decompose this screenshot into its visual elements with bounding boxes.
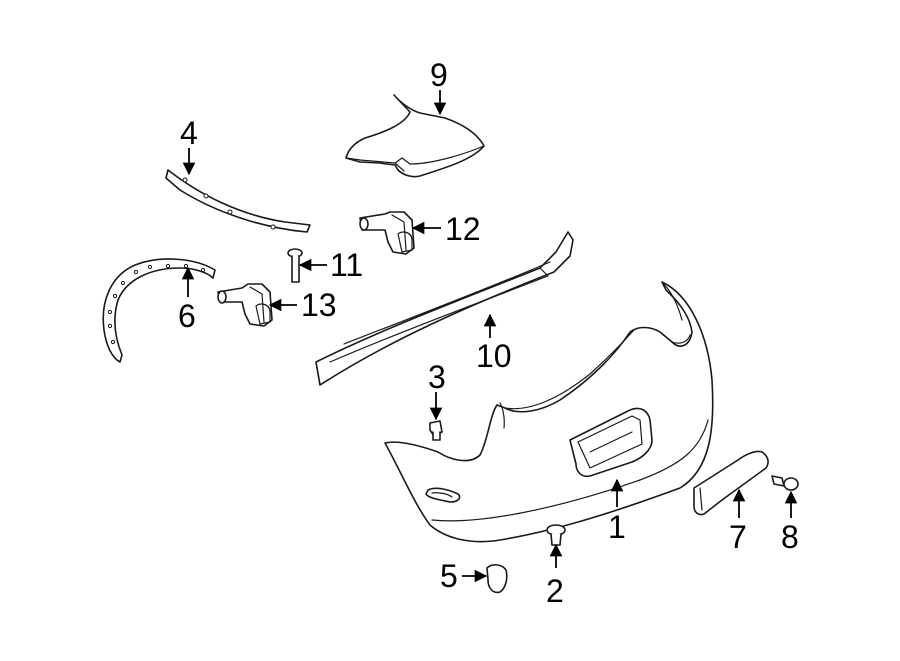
part-3-screw[interactable] bbox=[429, 420, 443, 441]
part-2-clip[interactable] bbox=[546, 524, 566, 546]
callout-6: 6 bbox=[178, 298, 196, 334]
callout-4: 4 bbox=[180, 115, 198, 151]
callout-3: 3 bbox=[428, 359, 446, 395]
callout-8: 8 bbox=[781, 519, 799, 555]
part-8-push-clip[interactable] bbox=[771, 475, 799, 491]
callout-10: 10 bbox=[476, 338, 512, 374]
part-6-wheel-arch[interactable] bbox=[102, 258, 216, 363]
leader-lines bbox=[181, 90, 798, 583]
part-9-upper-trim[interactable] bbox=[345, 94, 485, 178]
part-4-flare-strip[interactable] bbox=[165, 169, 311, 233]
callout-labels: 9 4 6 11 12 13 10 3 1 2 5 7 8 bbox=[178, 57, 799, 609]
callout-2: 2 bbox=[546, 573, 564, 609]
part-13-bracket[interactable] bbox=[217, 283, 273, 327]
callout-5: 5 bbox=[440, 558, 458, 594]
part-10-absorber[interactable] bbox=[315, 231, 574, 386]
part-12-bracket[interactable] bbox=[359, 211, 415, 255]
callout-11: 11 bbox=[330, 247, 363, 283]
callout-13: 13 bbox=[301, 287, 337, 323]
part-11-pin[interactable] bbox=[287, 248, 303, 283]
callout-1: 1 bbox=[608, 509, 626, 545]
callout-12: 12 bbox=[445, 211, 481, 247]
part-7-side-bracket[interactable] bbox=[693, 450, 769, 516]
part-5-reflector[interactable] bbox=[486, 564, 508, 594]
callout-9: 9 bbox=[430, 57, 448, 93]
callout-7: 7 bbox=[729, 519, 747, 555]
